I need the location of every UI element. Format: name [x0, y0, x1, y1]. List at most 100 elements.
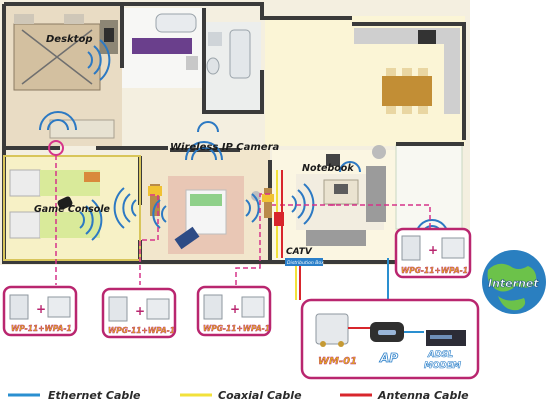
legend-coaxial-label: Coaxial Cable [218, 389, 302, 402]
wall-top-right [352, 22, 466, 140]
bed-2 [40, 212, 100, 238]
wifi-desktop [87, 39, 111, 81]
wireless-ip-camera-icon [148, 186, 162, 196]
wifi-game-adapter [113, 187, 137, 229]
splitter-icon [315, 313, 349, 345]
bathtub-2 [229, 29, 251, 79]
label-game-console: Game Console [34, 204, 111, 215]
sofa-2 [9, 211, 41, 239]
powerline-plug-icon [146, 298, 170, 320]
powerline-plug-icon [47, 296, 71, 318]
label-internet: Internet [488, 277, 539, 290]
distribution-box [285, 258, 323, 266]
label-modem: MODEM [424, 361, 462, 371]
bathtub-1 [155, 13, 197, 33]
camera-room-furniture [148, 184, 274, 250]
device-box-left: + [2, 285, 78, 337]
dining-table [382, 76, 432, 106]
wifi-ceiling-2 [197, 121, 219, 133]
modem-led [430, 335, 452, 339]
wifi-notebook [339, 161, 361, 173]
plus-icon: + [428, 243, 438, 257]
device-box-right: + [394, 227, 472, 279]
label-box-mid2: WPG-11+WPA-1 [203, 324, 270, 333]
network-equipment-box [300, 298, 480, 380]
label-desktop: Desktop [46, 34, 93, 45]
line-mid1 [139, 194, 159, 285]
shelf [150, 184, 160, 216]
bathroom-furniture [132, 13, 251, 79]
sofa-1 [9, 169, 41, 197]
wall-top [4, 2, 352, 20]
powerline-adapter-icon [203, 294, 223, 320]
label-ap: AP [379, 351, 398, 365]
game-room-furniture [9, 169, 100, 239]
internet-globe [482, 250, 546, 314]
nightstand-2 [64, 14, 84, 24]
sink [208, 32, 222, 46]
label-wm: WM-01 [318, 356, 357, 367]
powerline-adapter-icon [9, 294, 29, 320]
wifi-ceiling [39, 111, 77, 131]
floor-lamp [251, 191, 261, 201]
notebook-icon [334, 184, 348, 194]
game-room-outline [3, 155, 141, 261]
label-distribution-box: Distribution Box [287, 260, 324, 266]
chair [174, 226, 200, 250]
wardrobe [49, 119, 115, 139]
label-wireless-ip-camera: Wireless IP Camera [170, 142, 280, 153]
line-mid2 [235, 193, 270, 285]
pillow [190, 194, 222, 206]
desktop-pc-icon [104, 28, 114, 42]
label-adsl: ADSL [427, 350, 453, 360]
plant [372, 145, 386, 159]
plus-icon: + [230, 302, 240, 316]
catv-outlet [274, 212, 284, 226]
nightstand-1 [14, 14, 34, 24]
connector-icon [320, 341, 326, 347]
wifi-game [79, 199, 103, 241]
legend-antenna-label: Antenna Cable [377, 389, 469, 402]
powerline-adapter-icon [401, 235, 421, 261]
label-box-left: WP-11+WPA-1 [11, 324, 72, 333]
powerline-adapter-icon [108, 296, 128, 322]
powerline-plug-icon [241, 296, 265, 318]
sofa-right [366, 166, 386, 222]
chairs [386, 68, 428, 114]
plus-icon: + [36, 302, 46, 316]
bed-cross [21, 29, 93, 85]
wifi-camera-right [245, 193, 260, 223]
device-box-mid2: + [196, 285, 272, 337]
device-box-mid1: + [101, 287, 177, 339]
toilet-1 [186, 56, 198, 70]
wifi-camera [185, 141, 223, 161]
tv [326, 154, 340, 166]
label-catv: CATV [286, 247, 313, 257]
camera-adapter-icon [262, 194, 274, 202]
label-box-right: WPG-11+WPA-1 [401, 266, 468, 275]
balcony [395, 144, 463, 230]
sofa-bottom [306, 230, 366, 246]
line-right [272, 204, 431, 228]
wifi-notebook-left [291, 183, 315, 225]
plus-icon: + [135, 304, 145, 318]
game-console-icon [57, 196, 73, 210]
powerline-plug-icon [441, 237, 465, 259]
ap-led [378, 330, 396, 335]
purple-cabinet [132, 38, 192, 54]
connection-lines [55, 155, 431, 285]
toilet-2 [206, 57, 220, 75]
stove [418, 30, 436, 44]
label-notebook: Notebook [302, 163, 354, 174]
cabinet [264, 188, 272, 218]
wifi-camera-shelf [152, 199, 167, 229]
kitchen-furniture [354, 28, 460, 114]
wall-bath [202, 8, 264, 114]
kitchen-counter-side [444, 28, 460, 114]
lamp [84, 172, 100, 182]
label-box-mid1: WPG-11+WPA-1 [108, 326, 175, 335]
legend-ethernet-label: Ethernet Cable [48, 389, 141, 402]
connector-icon [338, 341, 344, 347]
